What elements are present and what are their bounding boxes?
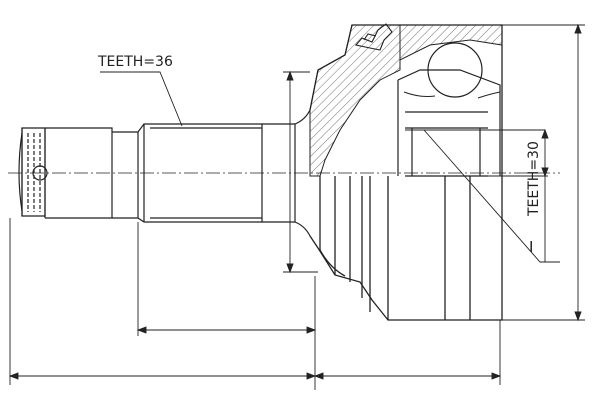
dimension-lines [10,25,585,390]
bell-section-hatching [310,25,400,176]
shaft-shoulder [262,110,310,236]
ball-bearing-top [428,43,482,97]
spline-stub-shaft [19,128,138,218]
label-teeth-outer: TEETH=36 [97,54,173,70]
label-teeth-inner: TEETH=30 [526,141,542,217]
label-callout-i: I [529,238,533,256]
leader-lines [100,72,560,262]
ball-bearing-side [404,92,435,97]
cotter-pin-hole [33,166,47,180]
spline-shaft-body [138,124,262,222]
inner-spline-bore [405,130,545,176]
boot-clamp [356,24,392,50]
inner-race-cage [398,70,500,176]
bell-rim-hatching [400,25,502,60]
ball-bearing-side-right [478,92,500,98]
